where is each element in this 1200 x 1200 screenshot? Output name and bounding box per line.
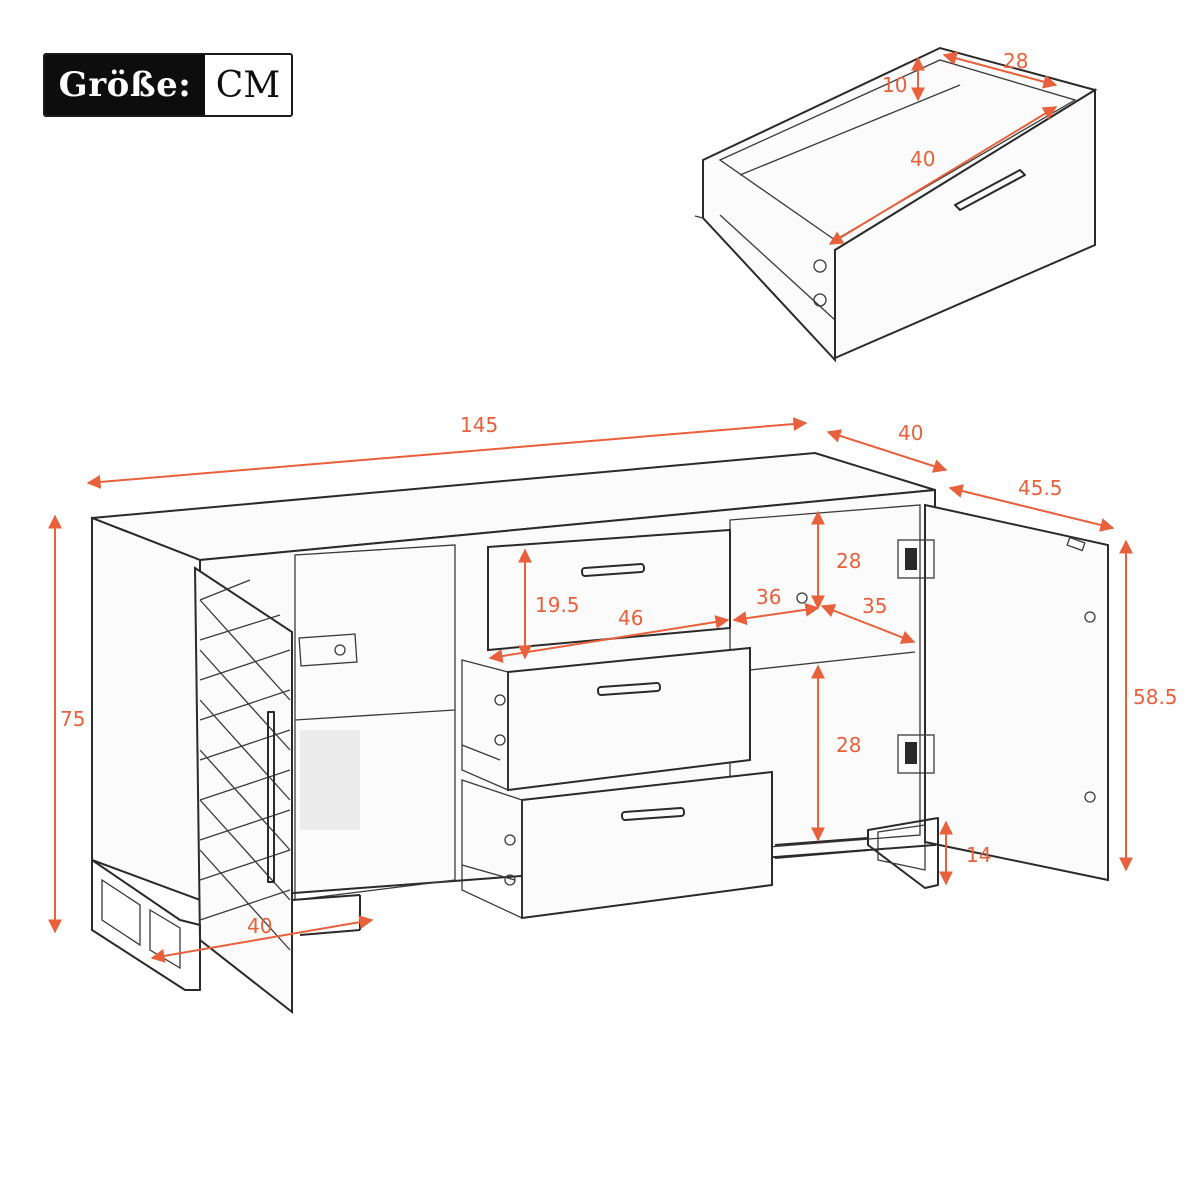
left-door-handle bbox=[267, 711, 275, 883]
left-door bbox=[193, 566, 293, 1015]
label-door-depth: 45.5 bbox=[1018, 476, 1063, 500]
label-depth: 40 bbox=[898, 421, 923, 445]
label-total-width: 145 bbox=[460, 413, 498, 437]
cabinet-left-side bbox=[91, 516, 201, 902]
drawer-inner bbox=[718, 59, 1077, 241]
sideboard-illustration bbox=[91, 451, 1109, 1015]
dim-drawer-width-line-front bbox=[488, 615, 730, 663]
drawer-2-handle bbox=[596, 682, 662, 696]
dim-shelf-width-line bbox=[732, 602, 820, 626]
dimension-lines bbox=[48, 51, 1133, 963]
size-badge-label: Größe: bbox=[45, 55, 205, 115]
drawer-3-handle bbox=[620, 807, 686, 821]
label-leg-height: 14 bbox=[966, 843, 991, 867]
dim-door-depth-line bbox=[948, 484, 1115, 532]
dimension-labels: 10 28 40 145 40 45.5 75 58.5 19.5 46 36 … bbox=[60, 49, 1178, 938]
label-drawer-width-front: 46 bbox=[618, 606, 643, 630]
label-drawer-depth: 40 bbox=[910, 147, 935, 171]
hinge-icon bbox=[897, 539, 935, 774]
size-badge-unit: CM bbox=[205, 55, 291, 115]
label-shelf-depth: 35 bbox=[862, 594, 887, 618]
drawer-1-handle bbox=[580, 563, 646, 577]
label-door-width: 40 bbox=[247, 914, 272, 938]
dim-shelf-depth-line bbox=[820, 604, 916, 644]
label-drawer-height-front: 19.5 bbox=[535, 593, 580, 617]
dim-depth-line bbox=[826, 429, 948, 473]
dim-drawer-width-line bbox=[942, 51, 1058, 89]
label-upper-height: 28 bbox=[836, 549, 861, 573]
dim-door-width-line bbox=[150, 915, 374, 963]
right-door bbox=[924, 503, 1109, 882]
size-badge: Größe: CM bbox=[43, 53, 293, 117]
label-lower-height: 28 bbox=[836, 733, 861, 757]
dim-drawer-depth-line bbox=[828, 106, 1058, 245]
label-drawer-height: 10 bbox=[882, 73, 907, 97]
label-total-height: 75 bbox=[60, 707, 85, 731]
label-door-height: 58.5 bbox=[1133, 685, 1178, 709]
dim-total-width-line bbox=[86, 417, 808, 489]
label-drawer-width: 28 bbox=[1003, 49, 1028, 73]
label-shelf-width: 36 bbox=[756, 585, 781, 609]
